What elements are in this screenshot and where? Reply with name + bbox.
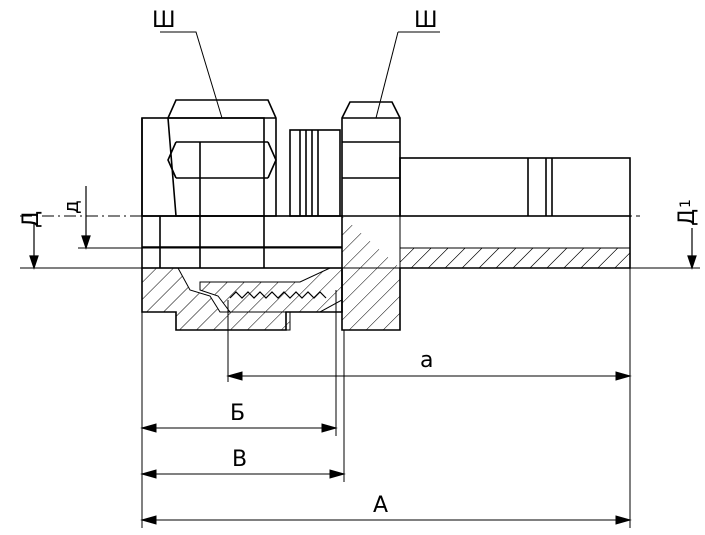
label-diameter-D: Д: [19, 211, 44, 228]
section-hatch: [141, 215, 631, 331]
centerlines: [20, 215, 700, 269]
label-hex-left: Ш: [152, 8, 176, 33]
dim-label-a: a: [420, 348, 433, 373]
diameter-arrows: [29, 186, 697, 270]
thread-teeth: [229, 291, 327, 299]
dim-label-B: Б: [230, 401, 245, 426]
leaders: [160, 31, 440, 119]
label-diameter-D1-sub: 1: [678, 199, 694, 208]
label-diameter-d: д: [59, 200, 83, 214]
label-diameter-D1: Д: [675, 209, 700, 226]
dim-label-V: В: [232, 447, 247, 472]
dim-label-A: А: [373, 493, 388, 518]
dimension-lines: [140, 268, 632, 528]
label-hex-right: Ш: [414, 8, 438, 33]
